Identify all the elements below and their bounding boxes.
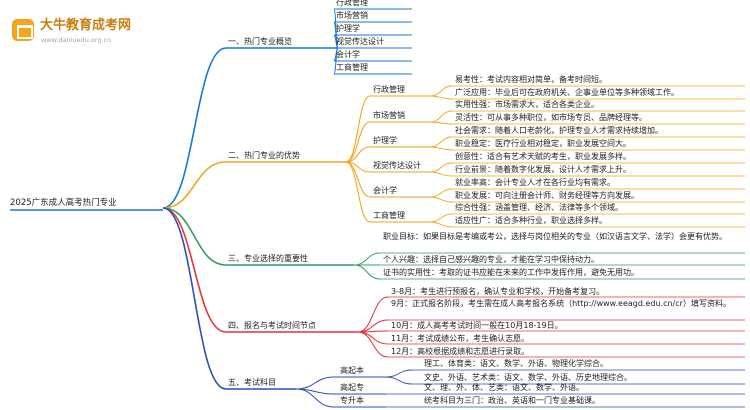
b5-connector [295, 376, 335, 390]
b2-leaf-connector [429, 162, 453, 173]
section-title-b4: 四、报名与考试时间节点 [228, 321, 316, 330]
b5-subjects: 文、理、外、体、艺类：语文、数学、外语。 [424, 383, 584, 392]
b2-major: 会计学 [373, 186, 397, 195]
b5-leaf-connector [385, 376, 413, 385]
b2-leaf-connector [429, 110, 453, 123]
b4-connector [357, 296, 389, 333]
b2-advantage: 广泛应用：毕业后可在政府机关、企事业单位等多种领域工作。 [455, 88, 679, 97]
b2-connector [345, 161, 371, 223]
b5-exam-level: 高起专 [340, 383, 364, 392]
section-title-b5: 五、考试科目 [228, 378, 276, 387]
section-title-b1: 一、热门专业概览 [228, 37, 292, 46]
b1-major-item: 工商管理 [336, 63, 368, 72]
b3-point: 证书的实用性：考取的证书应能在未来的工作中发挥作用，避免无用功。 [383, 268, 639, 277]
b4-timeline-item: 10月：成人高考考试时间一般在10月18-19日。 [391, 321, 563, 330]
b2-leaf-connector [429, 121, 453, 125]
b2-major: 行政管理 [373, 85, 405, 94]
b2-major: 视觉传达设计 [373, 161, 421, 170]
b2-leaf-connector [429, 136, 453, 148]
b3-connector [353, 252, 381, 266]
b3-connector [353, 264, 381, 280]
brand-url: www.daniuedu.org.cn [41, 36, 112, 44]
b5-connector [295, 388, 335, 408]
b2-leaf-connector [429, 213, 453, 223]
b2-connector [345, 146, 371, 163]
b2-major: 护理学 [373, 136, 397, 145]
b2-advantage: 灵活性：可从事多种职位，如市场专员、品牌经理等。 [455, 113, 647, 122]
b4-timeline-item: 3-8月：考生进行预报名，确认专业和学校，开始备考复习。 [391, 287, 605, 296]
b2-leaf-connector [429, 171, 453, 177]
branch-connector-b2 [162, 161, 227, 209]
b5-exam-level: 专升本 [340, 396, 364, 405]
b5-subjects: 文史、外语、艺术类：语文、数学、外语、历史地理综合。 [424, 373, 632, 382]
b2-major: 市场营销 [373, 111, 405, 120]
b1-major-item: 护理学 [336, 24, 360, 33]
b2-leaf-connector [429, 85, 453, 97]
branch-connector-b5 [162, 207, 227, 390]
b3-point: 职业目标：如果目标是考编或考公，选择与岗位相关的专业（如汉语言文学、法学）会更有… [383, 232, 727, 241]
b1-major-item: 视觉传达设计 [336, 37, 384, 46]
b1-major-item: 行政管理 [336, 0, 368, 7]
b3-point: 个人兴趣：选择自己感兴趣的专业，才能在学习中保持动力。 [383, 255, 599, 264]
b5-exam-level: 高起本 [340, 366, 364, 375]
b2-advantage: 创意性：适合有艺术天赋的考生，职业发展多样。 [455, 152, 631, 161]
b2-advantage: 易考性：考试内容相对简单，备考时间短。 [455, 75, 607, 84]
b2-advantage: 职业稳定：医疗行业相对稳定，职业发展空间大。 [455, 139, 631, 148]
b2-advantage: 就业率高：会计专业人才在各行业均有需求。 [455, 178, 615, 187]
b5-subjects: 理工、体育类：语文、数学、外语、物理化学综合。 [424, 359, 608, 368]
b2-connector [345, 121, 371, 163]
b2-advantage: 适应性广：适合多种行业，职业选择多样。 [455, 216, 607, 225]
b4-timeline-item: 12月：高校根据成绩和志愿进行录取。 [391, 347, 530, 356]
b1-connector [333, 47, 339, 75]
book-icon [12, 19, 34, 41]
b2-leaf-connector [429, 196, 453, 203]
b2-major: 工商管理 [373, 211, 405, 220]
section-title-b3: 三、专业选择的重要性 [228, 254, 308, 263]
branch-connector-b1 [162, 47, 227, 209]
root-topic: 2025广东成人高考热门专业 [10, 198, 117, 208]
b2-advantage: 综合性强：涵盖管理、经济、法律等多个领域。 [455, 203, 623, 212]
brand-name: 大牛教育成考网 [40, 18, 132, 33]
b5-leaf-connector [385, 369, 413, 378]
b5-subjects: 统考科目为三门：政治、英语和一门专业基础课。 [424, 396, 600, 405]
section-title-b2: 二、热门专业的优势 [228, 151, 300, 160]
b1-major-item: 会计学 [336, 50, 360, 59]
b2-advantage: 职业发展：可向注册会计师、财务经理等方向发展。 [455, 191, 639, 200]
b4-connector [357, 331, 389, 345]
branch-connector-b4 [162, 207, 227, 333]
b1-major-item: 市场营销 [336, 11, 368, 20]
b2-connector [345, 95, 371, 163]
b2-leaf-connector [429, 146, 453, 151]
b4-timeline-item: 11月：考试成绩公布，考生确认志愿。 [391, 334, 530, 343]
b2-leaf-connector [429, 95, 453, 100]
brand-logo: 大牛教育成考网 www.daniuedu.org.cn [6, 11, 176, 51]
b2-advantage: 社会需求：随着人口老龄化，护理专业人才需求持续增加。 [455, 126, 663, 135]
b2-advantage: 实用性强：市场需求大，适合各类企业。 [455, 100, 599, 109]
b4-timeline-item: 9月：正式报名阶段，考生需在成人高考报名系统（http://www.eeagd.… [391, 299, 731, 308]
branch-connector-b3 [162, 207, 227, 266]
b4-connector [357, 331, 389, 358]
b2-leaf-connector [429, 188, 453, 198]
b2-leaf-connector [429, 221, 453, 228]
b2-advantage: 行业前景：随着数字化发展，设计人才需求上升。 [455, 165, 631, 174]
